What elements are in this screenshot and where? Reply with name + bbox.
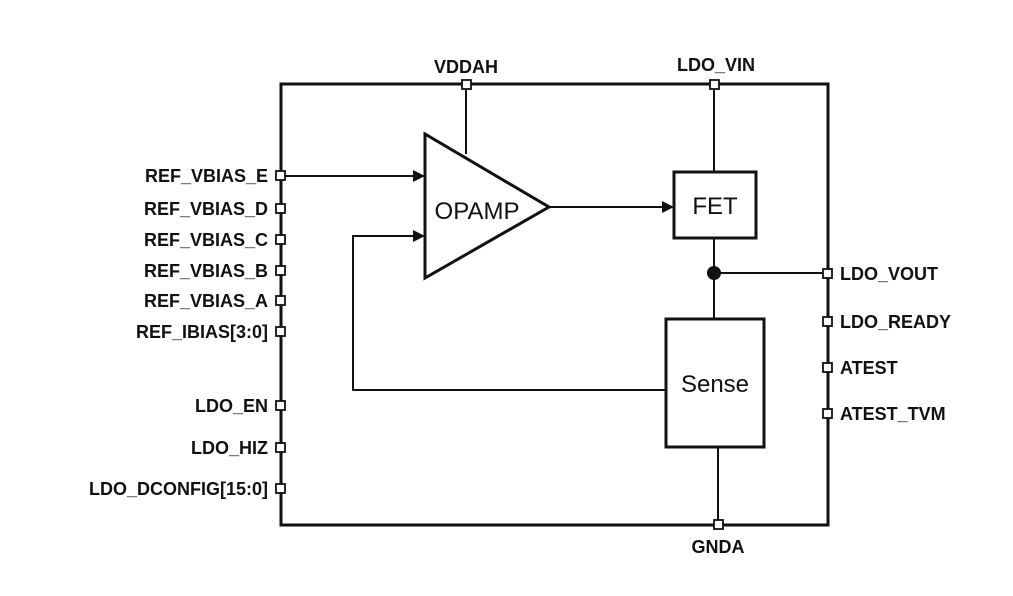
output-junction-dot [707, 266, 721, 280]
pin-atest [822, 362, 833, 373]
label-ref-ibias: REF_IBIAS[3:0] [136, 322, 268, 342]
label-ldo-vout: LDO_VOUT [840, 264, 938, 284]
label-ref-vbias-d: REF_VBIAS_D [144, 199, 268, 219]
pin-ldo-hiz [275, 442, 286, 453]
pin-ldo-en [275, 400, 286, 411]
sense-label: Sense [681, 371, 749, 398]
pin-ldo-dconfig [275, 483, 286, 494]
label-atest-tvm: ATEST_TVM [840, 404, 946, 424]
pin-gnda [713, 519, 724, 530]
pin-vddah [461, 79, 472, 90]
pin-atest-tvm [822, 408, 833, 419]
pin-ldo-ready [822, 316, 833, 327]
opamp-symbol [423, 131, 552, 281]
label-ref-vbias-a: REF_VBIAS_A [144, 291, 268, 311]
label-gnda: GNDA [692, 537, 745, 557]
pin-ref-vbias-c [275, 234, 286, 245]
label-ref-vbias-e: REF_VBIAS_E [145, 166, 268, 186]
label-ldo-vin: LDO_VIN [677, 55, 755, 75]
pin-ldo-vin [709, 79, 720, 90]
pin-ref-ibias [275, 326, 286, 337]
fet-label: FET [692, 193, 738, 220]
label-vddah: VDDAH [434, 57, 498, 77]
pin-ref-vbias-a [275, 295, 286, 306]
pin-ldo-vout [822, 268, 833, 279]
opamp-label: OPAMP [435, 198, 520, 225]
label-ref-vbias-c: REF_VBIAS_C [144, 230, 268, 250]
wire-feedback-sense-to-opamp [352, 230, 666, 391]
pin-ref-vbias-b [275, 265, 286, 276]
pin-ref-vbias-e [275, 170, 286, 181]
label-ldo-hiz: LDO_HIZ [191, 438, 268, 458]
label-ldo-ready: LDO_READY [840, 312, 951, 332]
fet-block [672, 170, 758, 240]
label-ref-vbias-b: REF_VBIAS_B [144, 261, 268, 281]
pin-ref-vbias-d [275, 203, 286, 214]
label-ldo-dconfig: LDO_DCONFIG[15:0] [89, 479, 268, 499]
label-atest: ATEST [840, 358, 898, 378]
module-boundary [279, 82, 830, 527]
sense-block [664, 317, 766, 449]
label-ldo-en: LDO_EN [195, 396, 268, 416]
